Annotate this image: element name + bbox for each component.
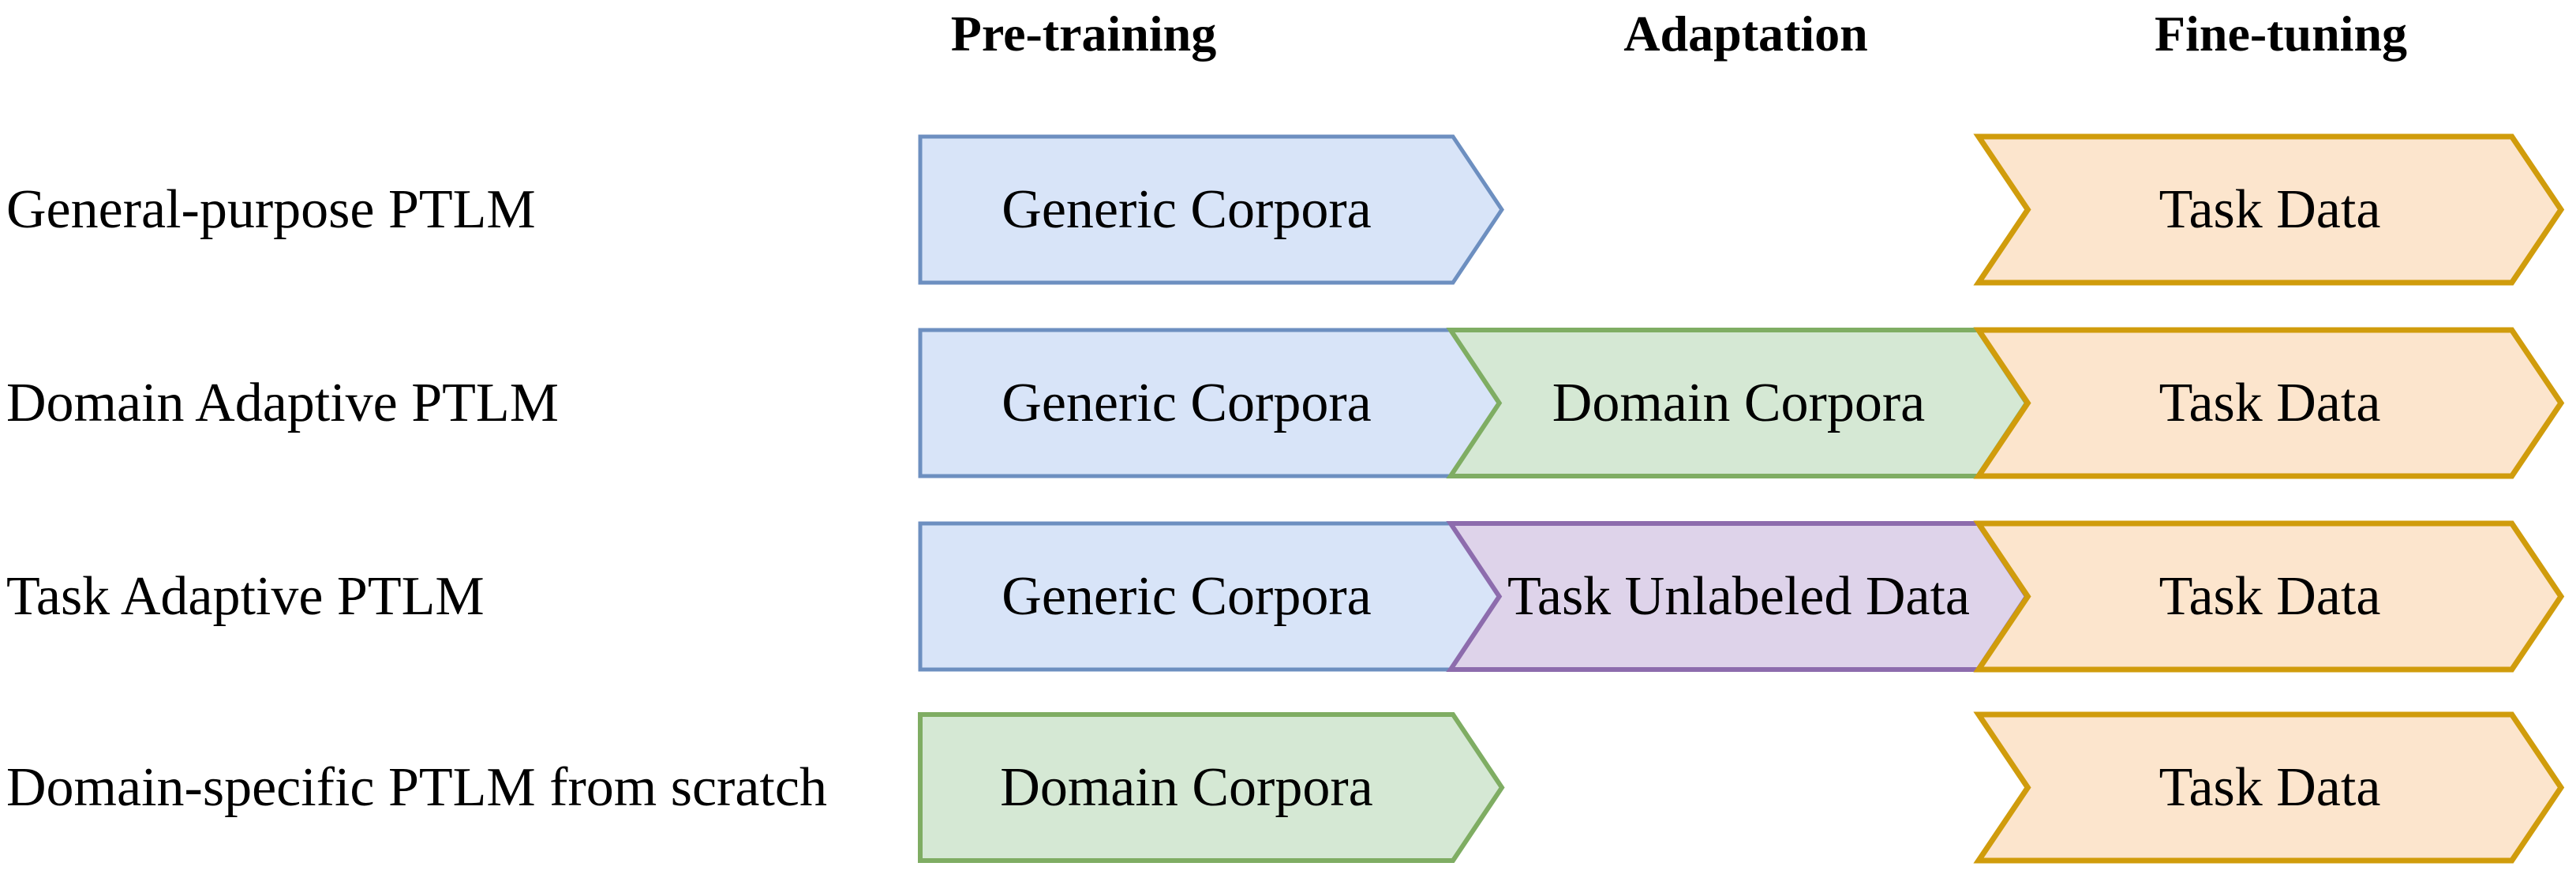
row-domain-specific-ptlm-from-scratch: Domain-specific PTLM from scratch Domain… xyxy=(0,711,2576,864)
row-label: Domain Adaptive PTLM xyxy=(6,373,559,433)
arrow-text: Generic Corpora xyxy=(1002,372,1372,433)
arrow-shape-svg xyxy=(918,134,1505,285)
row-general-purpose-ptlm: General-purpose PTLM Generic Corpora Tas… xyxy=(0,133,2576,286)
row-task-adaptive-ptlm: Task Adaptive PTLM Generic Corpora Task … xyxy=(0,520,2576,673)
arrow-shape-svg xyxy=(1973,711,2565,864)
row-label: General-purpose PTLM xyxy=(6,179,536,240)
arrow-text: Task Data xyxy=(2159,178,2381,240)
arrow-text: Task Data xyxy=(2159,372,2381,433)
arrow-generic-corpora: Generic Corpora xyxy=(918,328,1505,478)
row-label: Task Adaptive PTLM xyxy=(6,566,485,627)
arrow-shape-svg xyxy=(1973,327,2565,479)
arrow-text: Task Data xyxy=(2159,756,2381,818)
row-domain-adaptive-ptlm: Domain Adaptive PTLM Generic Corpora Dom… xyxy=(0,327,2576,479)
arrow-task-data: Task Data xyxy=(1973,133,2565,286)
column-header-pre-training: Pre-training xyxy=(950,6,1217,62)
column-header-fine-tuning: Fine-tuning xyxy=(2154,6,2408,62)
arrow-task-data: Task Data xyxy=(1973,711,2565,864)
arrow-text: Domain Corpora xyxy=(1000,756,1373,818)
arrow-task-data: Task Data xyxy=(1973,327,2565,479)
arrow-text: Task Unlabeled Data xyxy=(1507,565,1970,627)
arrow-text: Task Data xyxy=(2159,565,2381,627)
arrow-text: Generic Corpora xyxy=(1002,178,1372,240)
row-label: Domain-specific PTLM from scratch xyxy=(6,757,827,818)
arrow-shape-svg xyxy=(1973,520,2565,673)
arrow-domain-corpora: Domain Corpora xyxy=(918,712,1505,863)
arrow-generic-corpora: Generic Corpora xyxy=(918,521,1505,672)
arrow-shape-svg xyxy=(918,712,1505,863)
arrow-domain-corpora: Domain Corpora xyxy=(1446,328,2030,478)
arrow-generic-corpora: Generic Corpora xyxy=(918,134,1505,285)
arrow-text: Generic Corpora xyxy=(1002,565,1372,627)
arrow-shape-svg xyxy=(1973,133,2565,286)
arrow-text: Domain Corpora xyxy=(1552,372,1926,433)
arrow-task-unlabeled-data: Task Unlabeled Data xyxy=(1446,521,2030,672)
arrow-task-data: Task Data xyxy=(1973,520,2565,673)
column-header-adaptation: Adaptation xyxy=(1623,6,1868,62)
